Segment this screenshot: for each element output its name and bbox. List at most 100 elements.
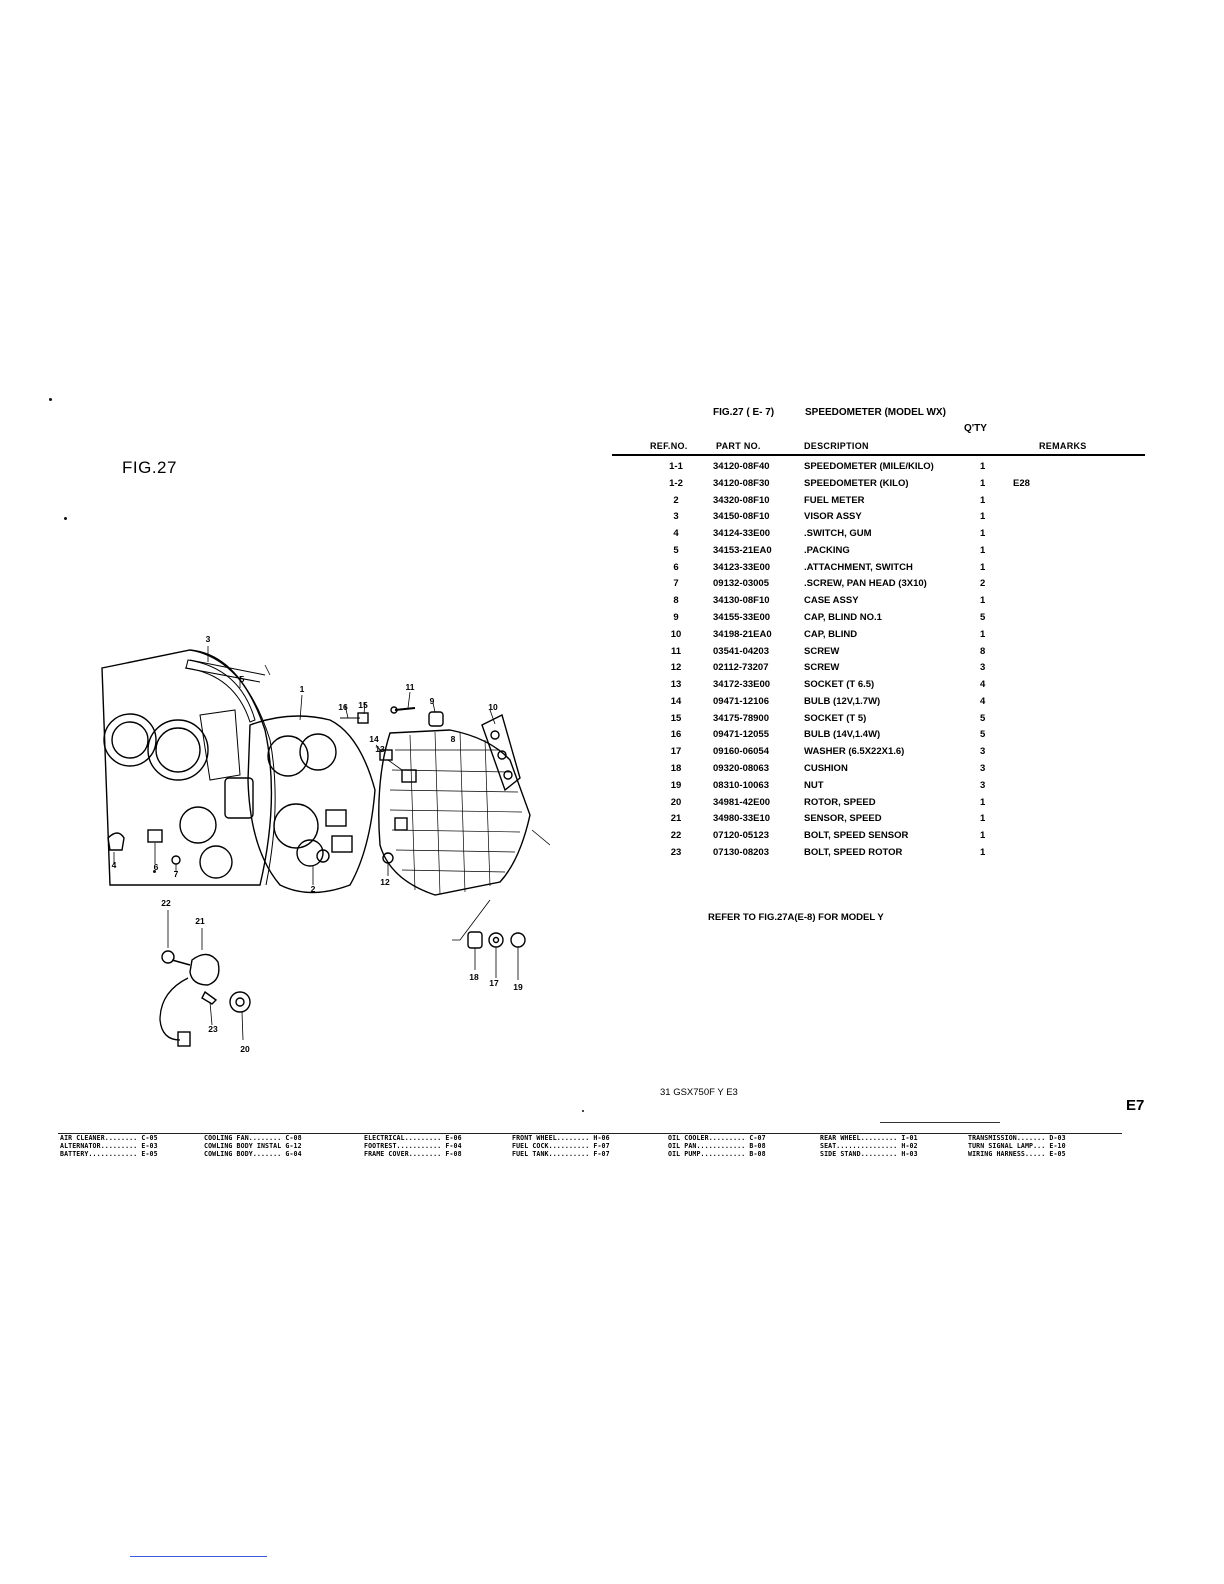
description-cell: CASE ASSY	[804, 595, 859, 607]
section-title: SPEEDOMETER (MODEL WX)	[805, 407, 946, 418]
qty-cell: 1	[980, 628, 986, 640]
index-entry: SIDE STAND......... H-03	[820, 1150, 918, 1158]
qty-cell: 3	[980, 746, 986, 758]
description-cell: CAP, BLIND NO.1	[804, 612, 882, 624]
index-page: H-03	[897, 1150, 918, 1158]
qty-cell: 4	[980, 695, 986, 707]
index-entry: COWLING BODY INSTAL G-12	[204, 1142, 302, 1150]
speedometer-board	[247, 715, 376, 894]
index-entry: TURN SIGNAL LAMP... E-10	[968, 1142, 1066, 1150]
qty-cell: 1	[980, 595, 986, 607]
visor-housing	[101, 649, 273, 886]
description-cell: .SCREW, PAN HEAD (3X10)	[804, 578, 927, 590]
description-cell: SOCKET (T 6.5)	[804, 679, 875, 691]
footer-rule	[880, 1122, 1000, 1123]
index-label: OIL PAN............	[668, 1142, 746, 1150]
qty-cell: 1	[980, 461, 986, 472]
description-cell: SOCKET (T 5)	[804, 712, 867, 724]
index-label: FUEL TANK..........	[512, 1150, 590, 1158]
index-label: FUEL COCK..........	[512, 1142, 590, 1150]
model-code: 31 GSX750F Y E3	[660, 1087, 738, 1098]
qty-cell: 1	[980, 494, 986, 506]
index-page: E-05	[137, 1150, 158, 1158]
qty-cell: 8	[980, 645, 986, 657]
index-label: TRANSMISSION.......	[968, 1134, 1046, 1142]
ref-cell: 20	[670, 796, 682, 808]
qty-cell: 5	[980, 712, 986, 724]
description-cell: NUT	[804, 779, 824, 791]
index-page: H-02	[897, 1142, 918, 1150]
description-cell: SPEEDOMETER (MILE/KILO)	[804, 461, 934, 472]
part-number-cell: 34198-21EA0	[713, 628, 772, 640]
qty-cell: 1	[980, 544, 986, 556]
index-entry: ALTERNATOR......... E-03	[60, 1142, 158, 1150]
index-label: REAR WHEEL.........	[820, 1134, 898, 1142]
part-number-cell: 34120-08F40	[713, 461, 770, 472]
blind-cap	[428, 711, 444, 727]
ref-cell: 18	[670, 763, 682, 775]
ref-cell: 15	[670, 712, 682, 724]
ref-cell: 19	[670, 779, 682, 791]
link-underline[interactable]	[130, 1556, 267, 1557]
callout-label: 15	[358, 700, 368, 710]
index-entry: OIL PUMP........... B-08	[668, 1150, 766, 1158]
index-page: G-04	[281, 1150, 302, 1158]
qty-cell: 3	[980, 763, 986, 775]
qty-heading: Q'TY	[964, 423, 987, 434]
index-label: AIR CLEANER........	[60, 1134, 138, 1142]
index-entry: FOOTREST........... F-04	[364, 1142, 462, 1150]
index-page: C-05	[137, 1134, 158, 1142]
callout-label: 21	[195, 916, 205, 926]
index-label: ELECTRICAL.........	[364, 1134, 442, 1142]
refer-note: REFER TO FIG.27A(E-8) FOR MODEL Y	[708, 912, 884, 923]
stray-mark	[153, 870, 156, 873]
part-number-cell: 07120-05123	[713, 830, 769, 842]
part-number-cell: 09160-06054	[713, 746, 769, 758]
ref-cell: 17	[670, 746, 682, 758]
callout-label: 22	[161, 898, 171, 908]
qty-cell: 1	[980, 561, 986, 573]
index-page: D-03	[1045, 1134, 1066, 1142]
speed-sensor	[189, 953, 220, 986]
ref-cell: 23	[670, 846, 682, 858]
callout-label: 23	[208, 1024, 218, 1034]
column-header-part: PART NO.	[716, 441, 761, 451]
callout-label: 7	[174, 869, 179, 879]
index-label: BATTERY............	[60, 1150, 138, 1158]
ref-cell: 12	[670, 662, 682, 674]
callout-label: 4	[112, 860, 117, 870]
stray-mark	[49, 398, 52, 401]
qty-cell: 1	[980, 846, 986, 858]
callout-label: 11	[406, 682, 415, 692]
qty-cell: 1	[980, 813, 986, 825]
callout-label: 18	[469, 972, 479, 982]
ref-cell: 14	[670, 695, 682, 707]
index-label: COWLING BODY INSTAL	[204, 1142, 282, 1150]
description-cell: ROTOR, SPEED	[804, 796, 876, 808]
case-assy	[378, 729, 531, 896]
callout-label: 8	[451, 734, 456, 744]
cushion	[467, 931, 483, 949]
index-entry: TRANSMISSION....... D-03	[968, 1134, 1066, 1142]
description-cell: SCREW	[804, 645, 840, 657]
qty-cell: 4	[980, 679, 986, 691]
index-label: COOLING FAN........	[204, 1134, 282, 1142]
gauge-face-left	[103, 713, 157, 767]
speed-rotor	[229, 991, 251, 1013]
index-label: FRAME COVER........	[364, 1150, 442, 1158]
ref-cell: 4	[673, 528, 679, 540]
index-label: COWLING BODY.......	[204, 1150, 282, 1158]
ref-cell: 21	[670, 813, 682, 825]
index-page: B-08	[745, 1142, 766, 1150]
switch-gum	[107, 832, 125, 851]
part-number-cell: 34155-33E00	[713, 612, 771, 624]
ref-cell: 11	[670, 645, 682, 657]
